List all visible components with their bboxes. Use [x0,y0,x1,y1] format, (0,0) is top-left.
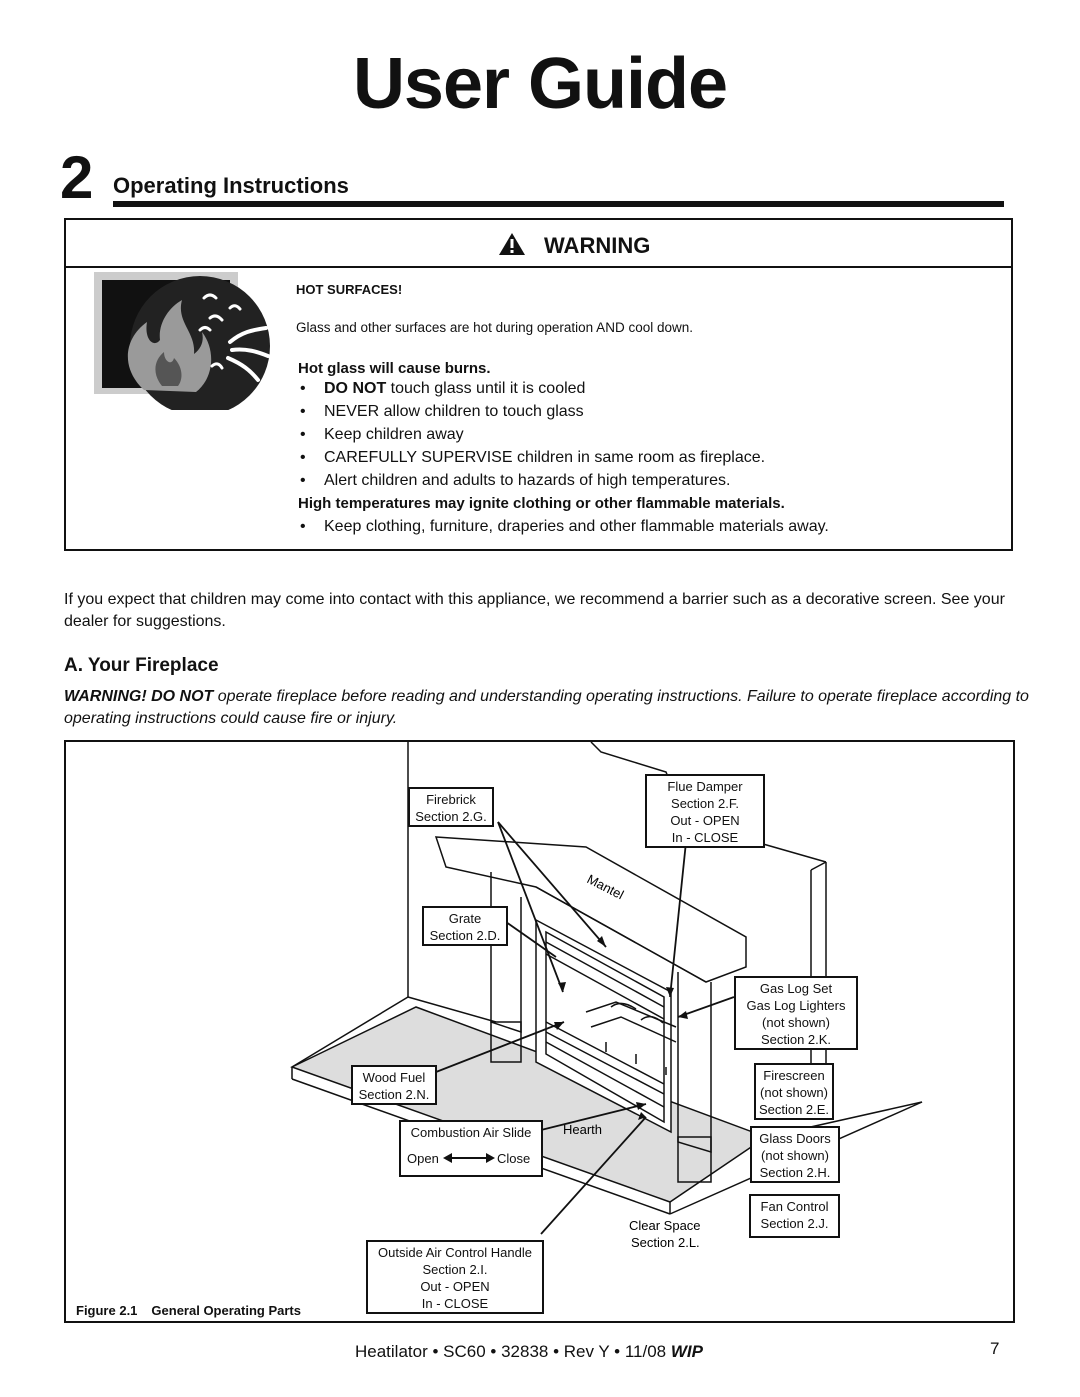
clear-space-section: Section 2.L. [631,1235,700,1250]
figure-box: Mantel Hearth Clear Space Section 2.L. F… [64,740,1015,1323]
hot-surface-icon [94,272,270,410]
fireplace-warning: WARNING! DO NOT operate fireplace before… [64,688,1029,727]
double-arrow-icon [443,1153,495,1163]
open-label: Open [407,1151,439,1166]
page-number: 7 [990,1339,1000,1358]
ignite-heading: High temperatures may ignite clothing or… [298,495,785,512]
warning-bullet: •CAREFULLY SUPERVISE children in same ro… [300,449,766,466]
clear-space-label: Clear Space [629,1218,701,1233]
warning-box: WARNING HOT SURFACES! Glass and other su… [64,218,1013,551]
hot-surfaces-text: Glass and other surfaces are hot during … [296,320,693,335]
footer-text: Heatilator • SC60 • 32838 • Rev Y • 11/0… [355,1342,703,1361]
warning-triangle-icon [499,233,525,255]
hearth-label: Hearth [563,1122,602,1137]
mantel-label: Mantel [585,871,627,902]
close-label: Close [497,1151,531,1166]
fireplace-diagram: Mantel Hearth Clear Space Section 2.L. [290,742,923,1250]
warning-bullet: •DO NOT touch glass until it is cooled [300,380,586,397]
warning-bullet: •Keep clothing, furniture, draperies and… [300,518,829,535]
hot-surfaces-heading: HOT SURFACES! [296,282,403,297]
warning-bullet: •NEVER allow children to touch glass [300,403,584,420]
warning-header: WARNING [66,220,1011,268]
page-title: User Guide [352,44,728,124]
section-rule [113,201,1004,207]
warning-bullet: •Keep children away [300,426,464,443]
warning-bullet: •Alert children and adults to hazards of… [300,472,731,489]
glass-doors-callout: Glass Doors(not shown) Section 2.H. [750,1126,840,1183]
section-title: Operating Instructions [113,173,349,198]
firescreen-callout: Firescreen(not shown) Section 2.E. [754,1063,834,1120]
subsection-title: A. Your Fireplace [64,655,219,676]
combustion-air-callout: Combustion Air Slide Open Close [399,1120,543,1177]
warning-label: WARNING [544,233,651,258]
burns-heading: Hot glass will cause burns. [298,360,491,377]
section-number: 2 [60,144,94,211]
children-paragraph: If you expect that children may come int… [64,591,1005,630]
